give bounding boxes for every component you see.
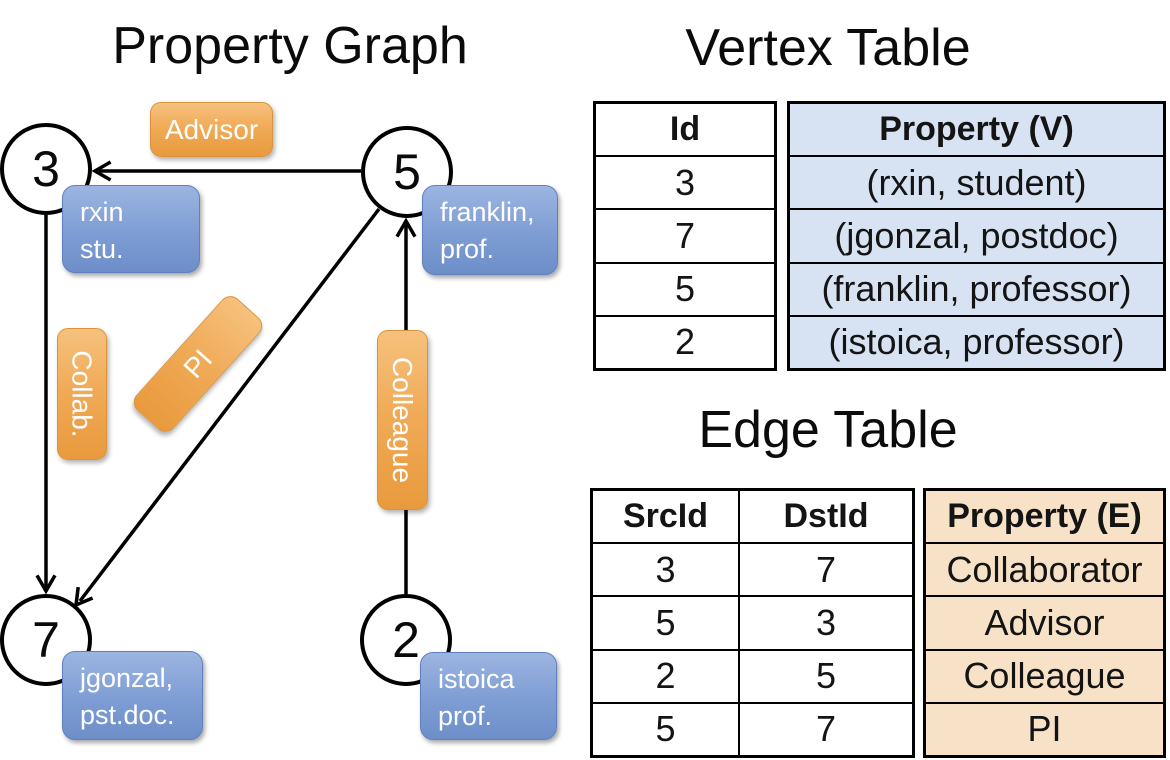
property-graph-title: Property Graph [112,17,468,75]
vertex-label-istoica-line2: prof. [438,701,493,732]
vertex-circle-2: 2 [360,594,452,686]
vertex-id-cell: 5 [674,268,696,310]
vertex-property-cell: (rxin, student) [790,157,1163,209]
table-row: 3 7 [593,544,912,598]
edge-dstid-cell: 3 [815,602,837,643]
edge-srcid-cell: 5 [593,597,740,649]
table-row: PI [926,703,1163,756]
graph-edges [35,160,417,608]
edge-label-pi-text: PI [177,343,219,384]
edge-property-cell: PI [926,703,1163,756]
edge-srcid-cell: 2 [593,650,740,702]
edge-label-advisor: Advisor [150,102,273,157]
edge-dstid-cell: 5 [815,655,837,697]
edge-table-header-row: Property (E) [926,491,1163,545]
edge-label-collab-text: Collab. [67,350,99,438]
table-row: Collaborator [926,544,1163,598]
vertex-label-franklin: franklin, prof. [422,185,558,275]
table-row: (rxin, student) [790,157,1163,211]
vertex-table-header-id: Id [669,110,701,149]
table-row: (istoica, professor) [790,316,1163,369]
edge-dstid-cell: 7 [815,708,837,750]
edge-property-cell: Collaborator [926,544,1163,596]
edge-table-header-dstid: DstId [783,497,869,536]
arrowhead-colleague [395,217,417,238]
vertex-table-title: Vertex Table [685,19,971,77]
edge-srcid-cell: 5 [593,703,740,756]
vertex-property-cell: (istoica, professor) [790,316,1163,369]
edge-srcid-cell: 3 [593,544,740,596]
vertex-id-7: 7 [32,612,60,668]
vertex-label-jgonzal-line2: pst.doc. [80,700,175,731]
vertex-label-rxin: rxin stu. [62,185,200,273]
table-row: 5 7 [593,703,912,756]
edge-table-property-column: Property (E) Collaborator Advisor Collea… [923,488,1166,758]
table-row: 2 5 [593,650,912,704]
vertex-label-istoica-line1: istoica [438,664,515,694]
vertex-id-2: 2 [392,612,420,668]
vertex-table-id-column: Id 3 7 5 2 [593,101,777,371]
vertex-label-rxin-line2: stu. [80,234,124,265]
vertex-table-property-column: Property (V) (rxin, student) (jgonzal, p… [787,101,1166,371]
table-row: 5 [596,264,774,317]
vertex-label-franklin-line2: prof. [440,234,495,265]
edge-label-colleague: Colleague [377,330,428,510]
vertex-label-franklin-line1: franklin, [440,197,535,227]
edge-label-collab: Collab. [57,328,107,460]
arrowhead-advisor [91,160,112,182]
table-row: Advisor [926,597,1163,651]
arrowhead-collab [35,574,57,595]
vertex-label-jgonzal: jgonzal, pst.doc. [62,651,203,740]
edge-dstid-cell: 7 [815,548,837,590]
table-row: Colleague [926,650,1163,704]
vertex-label-jgonzal-line1: jgonzal, [80,663,174,693]
vertex-id-cell: 3 [674,161,696,203]
edge-table-header-srcid: SrcId [593,491,740,543]
edge-label-colleague-text: Colleague [387,356,419,484]
edge-property-cell: Advisor [926,597,1163,649]
table-row: (jgonzal, postdoc) [790,210,1163,264]
vertex-property-cell: (franklin, professor) [790,263,1163,315]
table-row: 3 [596,157,774,211]
edge-table-header-row: SrcId DstId [593,491,912,545]
edge-line-pi [78,207,381,603]
vertex-id-3: 3 [32,141,60,197]
edge-property-cell: Colleague [926,650,1163,702]
edge-table-header-property: Property (E) [926,491,1163,543]
table-row: (franklin, professor) [790,263,1163,317]
vertex-label-istoica: istoica prof. [420,652,557,740]
vertex-table-header-property: Property (V) [790,104,1163,156]
vertex-id-cell: 2 [674,321,696,363]
vertex-property-cell: (jgonzal, postdoc) [790,210,1163,262]
vertex-label-rxin-line1: rxin [80,197,124,227]
table-row: 7 [596,210,774,264]
vertex-id-cell: 7 [674,215,696,256]
vertex-table-header-row: Id [596,104,774,158]
edge-table-title: Edge Table [698,401,958,459]
vertex-table-header-row: Property (V) [790,104,1163,158]
table-row: 2 [596,317,774,368]
table-row: 5 3 [593,597,912,651]
vertex-id-5: 5 [393,144,421,200]
edge-table-ids-columns: SrcId DstId 3 7 5 3 2 5 5 7 [590,488,915,758]
edge-label-advisor-text: Advisor [164,113,259,145]
